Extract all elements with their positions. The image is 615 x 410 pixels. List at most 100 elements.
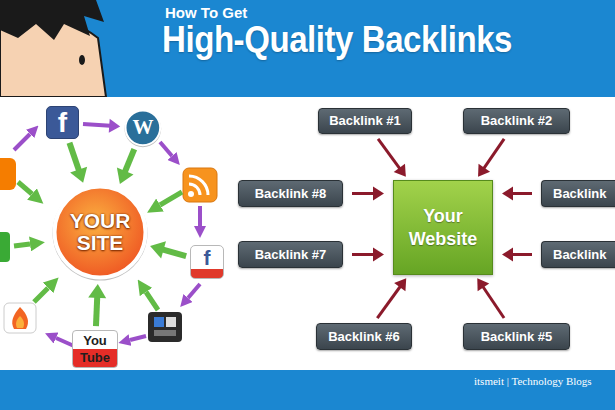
bookmark-tile	[148, 312, 182, 342]
eye	[79, 55, 85, 65]
arrow-head	[394, 278, 406, 291]
backlink-box: Backlink #7	[238, 241, 343, 268]
title: High-Quality Backlinks	[162, 19, 512, 61]
connector-arrow	[378, 139, 406, 177]
node-text: Backlink	[553, 186, 606, 202]
node-text: Backlink	[553, 247, 606, 263]
arrow-head	[478, 164, 490, 177]
backlink-box: Backlink #6	[316, 323, 412, 350]
rss-dot	[188, 191, 194, 197]
connector-line	[125, 149, 135, 172]
connector-line	[69, 143, 79, 171]
node-text: Backlink #6	[328, 329, 400, 345]
node-text: YOUR SITE	[70, 210, 131, 254]
bookmark-icon	[148, 312, 182, 342]
rss-tile	[183, 168, 217, 202]
purple-arrow	[198, 206, 202, 226]
watermark: itsmeit | Technology Blogs	[474, 375, 592, 387]
rss-arc	[189, 176, 208, 195]
arrow-head	[373, 248, 384, 262]
arrow-head	[373, 187, 384, 201]
rss-arc	[189, 184, 200, 195]
arrow-head	[70, 167, 87, 183]
bookmark-square	[166, 317, 176, 327]
fire-tile	[4, 303, 36, 333]
flame	[12, 307, 28, 329]
circle-shadow	[125, 111, 162, 148]
youtube-icon: You Tube	[72, 330, 118, 368]
connector-arrow	[83, 119, 120, 133]
backlink-box: Backlink #2	[463, 108, 570, 134]
connector-arrow	[352, 248, 384, 262]
facebook-icon: f	[46, 106, 79, 139]
left-panel	[0, 97, 230, 370]
green-arrow	[160, 192, 182, 205]
right-panel	[230, 97, 615, 370]
ring-arrows	[14, 134, 200, 346]
arrow-head	[477, 278, 489, 291]
node-text: Backlink #2	[481, 113, 553, 129]
connector-arrow	[117, 149, 134, 184]
rss-icon	[183, 168, 217, 202]
fire-icon	[4, 303, 36, 333]
node-text: Your Website	[409, 205, 478, 250]
connector-arrow	[88, 284, 106, 326]
connector-line	[377, 286, 400, 318]
connector-arrow	[478, 139, 504, 177]
node-text: Backlink #8	[255, 186, 327, 202]
bookmark-square	[154, 317, 164, 327]
connector-arrow	[502, 187, 532, 201]
connector-arrow	[352, 187, 384, 201]
green-arrow	[146, 292, 158, 310]
node-text: f	[204, 247, 211, 268]
connector-line	[96, 297, 97, 326]
arrow-head	[150, 241, 166, 258]
node-text: Backlink #7	[255, 247, 327, 263]
purple-arrow	[14, 134, 30, 150]
connector-line	[352, 192, 374, 195]
arrow-head	[88, 284, 106, 298]
backlink-box: Backlink	[541, 241, 615, 268]
blogger-icon	[0, 158, 16, 190]
green-icon	[0, 232, 10, 262]
purple-arrow	[130, 336, 146, 340]
connector-arrow	[477, 278, 504, 318]
inward-arrows	[14, 182, 182, 310]
connector-line	[162, 249, 186, 256]
connector-line	[83, 124, 110, 126]
icons	[0, 158, 217, 342]
connector-line	[352, 253, 374, 256]
facebook-icon: f	[190, 245, 224, 279]
purple-arrow	[160, 142, 172, 156]
website-box: Your Website	[393, 180, 493, 275]
node-text: Backlink #5	[481, 329, 553, 345]
green-arrow	[34, 288, 48, 302]
backlink-box: Backlink #5	[463, 323, 570, 350]
arrow-head	[109, 119, 120, 133]
backlink-box: Backlink #8	[238, 180, 343, 207]
connector-line	[512, 253, 532, 256]
subtitle: How To Get	[165, 4, 247, 21]
circle-fill	[55, 187, 146, 278]
connector-arrow	[502, 248, 532, 262]
hair	[0, 0, 104, 40]
arrow-head	[117, 168, 134, 184]
node-text: Backlink #1	[329, 113, 401, 129]
backlink-box: Backlink	[541, 180, 615, 207]
node-text: You Tube	[80, 332, 110, 366]
connector-arrow	[69, 143, 87, 183]
arrow-head	[502, 248, 513, 262]
site-circle: YOUR SITE	[52, 184, 148, 280]
green-arrow	[14, 244, 30, 246]
connector-line	[512, 192, 532, 195]
arrow-head	[502, 187, 513, 201]
wordpress-icon: W	[124, 109, 162, 147]
green-arrow	[18, 182, 32, 194]
connector-line	[484, 139, 504, 169]
purple-arrow	[188, 284, 200, 298]
connector-line	[378, 139, 400, 169]
cartoon-face	[0, 0, 106, 97]
circle-fill	[126, 111, 161, 146]
